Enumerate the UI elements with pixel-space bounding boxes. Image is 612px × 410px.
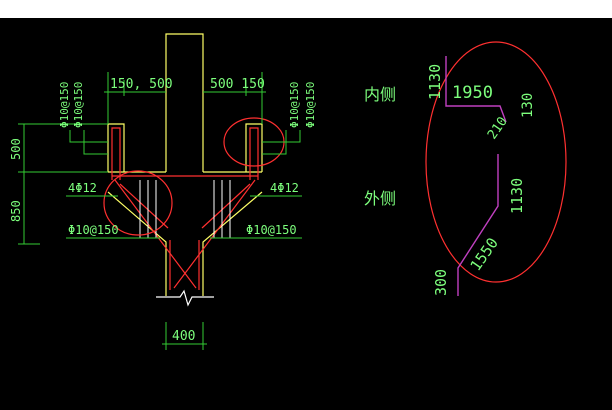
outer-bottom-dim: 300: [432, 269, 450, 296]
column-outline: [165, 33, 204, 172]
detail-labels: 内侧 外侧 1130 1950 130 210 1130 1550 300: [364, 64, 536, 296]
stirrup-ticks: [139, 180, 231, 238]
inner-vertical-dim: 1130: [426, 64, 444, 100]
bar-right-label: 4Φ12: [270, 181, 299, 195]
outer-vertical-dim: 1130: [508, 178, 526, 214]
stirrup-bottom-right: Φ10@150: [246, 223, 297, 237]
break-line: [156, 289, 214, 307]
rebar-lines: [111, 127, 259, 290]
inner-bent-bar: [445, 56, 507, 123]
callout-circle-left[interactable]: [103, 170, 173, 236]
dimension-lines: [18, 72, 302, 350]
right-stirrup-label-2: Φ10@150: [304, 82, 317, 128]
right-wall-bar: [249, 127, 259, 180]
inner-end-dim: 130: [520, 93, 536, 118]
bottom-width-label: 400: [172, 329, 195, 344]
right-stirrup-label-1: Φ10@150: [288, 82, 301, 128]
outer-diagonal-dim: 1550: [467, 234, 502, 274]
dim-top-left: 150, 500: [110, 77, 173, 92]
stirrup-bottom-left: Φ10@150: [68, 223, 119, 237]
dim-top-right: 500 150: [210, 77, 265, 92]
bar-left-label: 4Φ12: [68, 181, 97, 195]
leader: [262, 130, 287, 155]
concrete-outline: [107, 33, 263, 296]
outer-side-label: 外侧: [364, 189, 396, 208]
cross-bar-4: [201, 183, 251, 229]
inner-horizontal-dim: 1950: [452, 83, 493, 103]
inner-side-label: 内侧: [364, 85, 396, 104]
drawing-canvas[interactable]: 150, 500 500 150 Φ10@150 Φ10@150 Φ10@150…: [0, 18, 612, 410]
section-labels: 150, 500 500 150 Φ10@150 Φ10@150 Φ10@150…: [9, 77, 317, 344]
leader: [83, 130, 108, 155]
haunch-outline: [107, 191, 167, 296]
left-stirrup-label-1: Φ10@150: [58, 82, 71, 128]
bent-bar-shapes: [445, 56, 507, 296]
haunch-outline-right: [202, 191, 263, 296]
left-wall-bar: [111, 127, 121, 180]
drawing-svg: 150, 500 500 150 Φ10@150 Φ10@150 Φ10@150…: [9, 33, 567, 350]
leader: [69, 130, 108, 143]
left-wall-outline: [107, 123, 125, 172]
leader: [262, 130, 301, 143]
cross-bar-3: [119, 183, 169, 229]
detail-ellipse[interactable]: [425, 41, 567, 283]
inner-diagonal-dim: 210: [485, 114, 511, 142]
left-stirrup-label-2: Φ10@150: [72, 82, 85, 128]
right-wall-outline: [245, 123, 263, 172]
height-bottom-label: 850: [9, 200, 23, 222]
height-top-label: 500: [9, 138, 23, 160]
outer-bent-bar: [457, 154, 499, 296]
